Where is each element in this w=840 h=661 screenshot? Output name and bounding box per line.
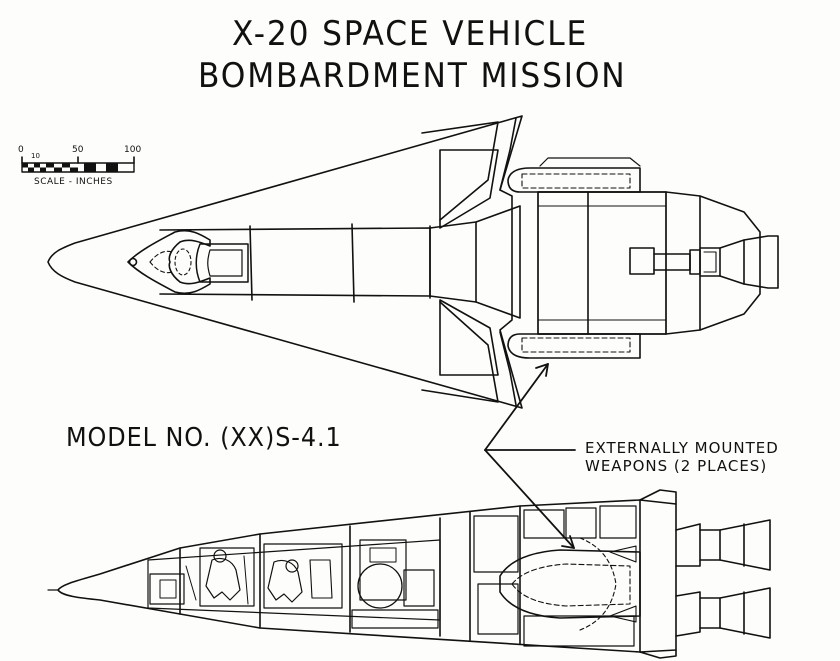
scale-caption: SCALE - INCHES xyxy=(34,177,113,187)
scale-bar xyxy=(22,157,134,172)
callout-leaders xyxy=(485,364,575,548)
model-number: MODEL NO. (XX)S-4.1 xyxy=(66,423,342,453)
side-view xyxy=(48,490,770,658)
scale-tick-100: 100 xyxy=(124,145,142,155)
title-line-2: BOMBARDMENT MISSION xyxy=(198,56,627,96)
scale-tick-10: 10 xyxy=(31,152,40,160)
planform-view xyxy=(48,116,778,408)
callout-line-1: EXTERNALLY MOUNTED xyxy=(585,439,779,457)
title-line-1: X-20 SPACE VEHICLE xyxy=(232,14,589,54)
scale-tick-0: 0 xyxy=(18,145,24,155)
callout-line-2: WEAPONS (2 PLACES) xyxy=(585,457,768,475)
scale-tick-50: 50 xyxy=(72,145,84,155)
